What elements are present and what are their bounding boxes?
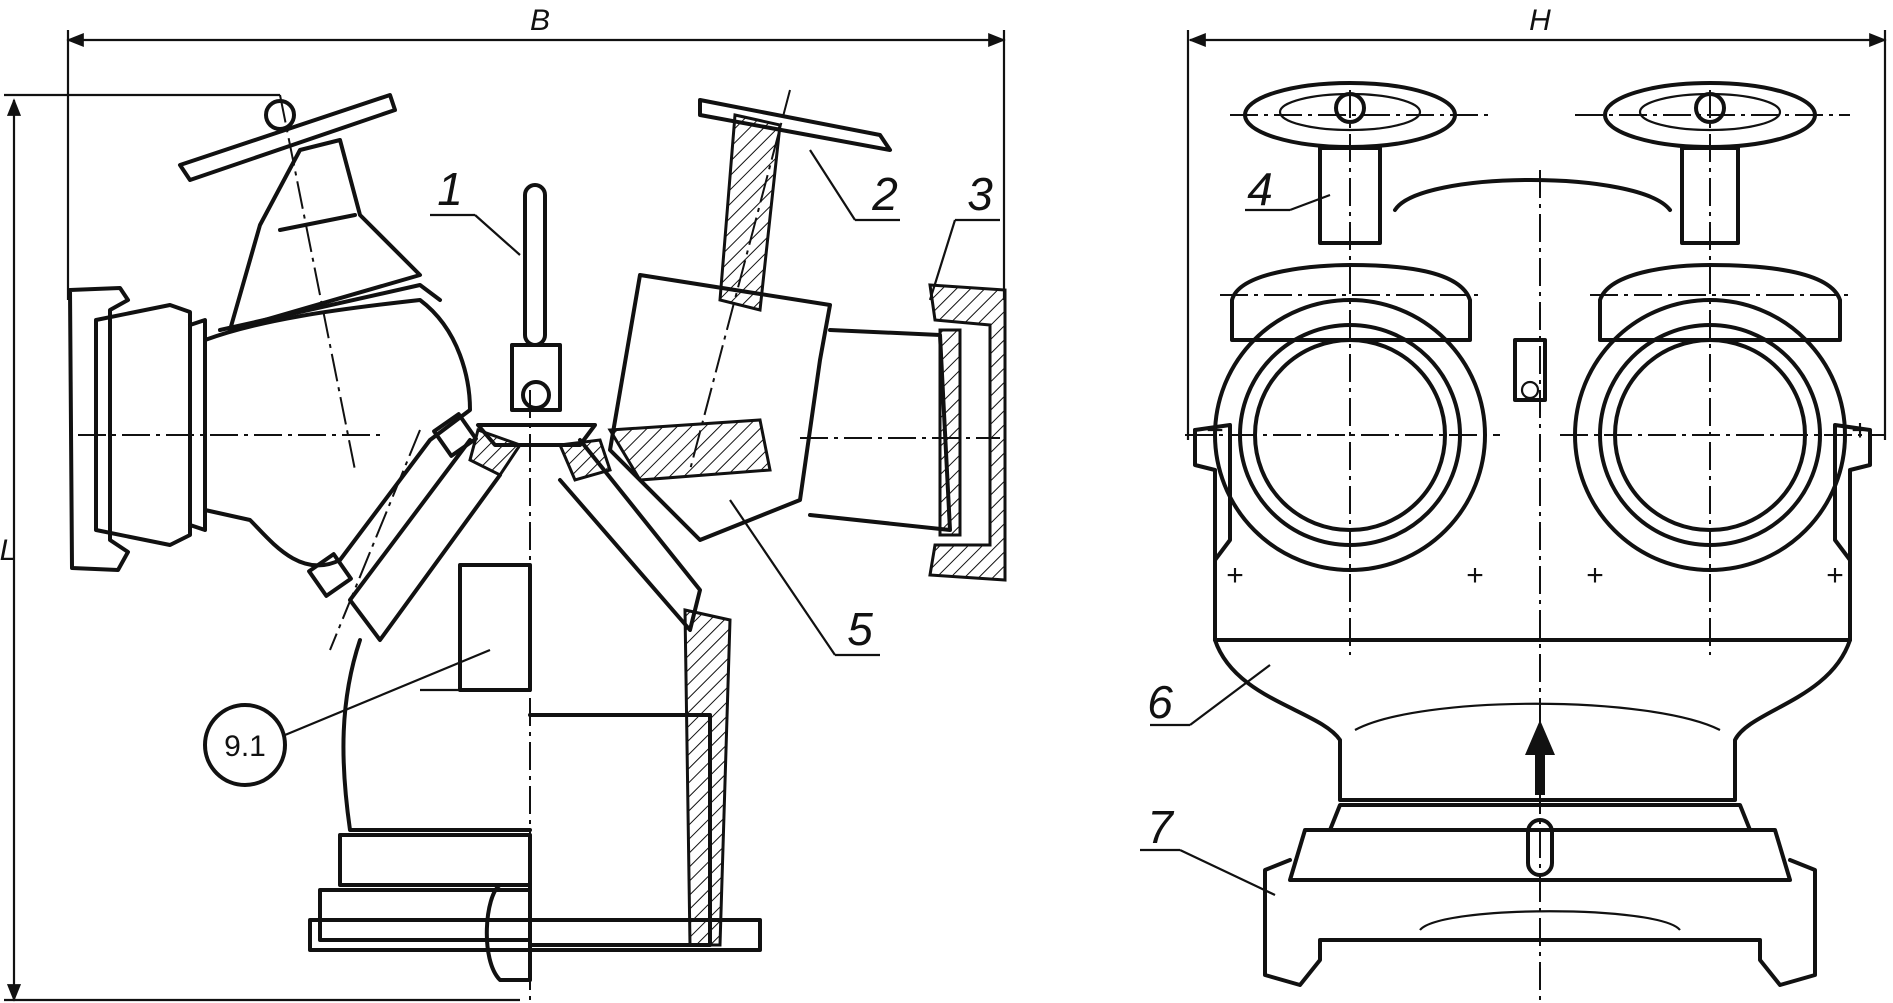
dimension-b-label: B: [530, 4, 550, 37]
left-handwheel: [1230, 81, 1490, 149]
right-leaders: [1140, 193, 1331, 896]
left-section-view: B L: [0, 4, 1007, 1002]
reference-circle: 9.1: [203, 703, 287, 787]
valve-bonnets: [1220, 263, 1850, 342]
left-leaders: [284, 149, 1000, 737]
lower-body: [308, 390, 762, 1000]
label-2: 2: [871, 168, 898, 220]
label-4: 4: [1247, 163, 1273, 215]
lower-collector: [1213, 170, 1852, 1000]
svg-text:+: +: [1226, 559, 1244, 592]
svg-text:+: +: [1826, 559, 1844, 592]
bottom-coupling: [1263, 803, 1817, 987]
central-stem: [476, 183, 597, 447]
dimension-h-label: H: [1529, 4, 1551, 37]
svg-text:+: +: [1851, 414, 1869, 447]
main-body: + + + + + +: [1185, 90, 1885, 655]
dimension-h: H: [1186, 4, 1887, 440]
svg-text:+: +: [1206, 414, 1224, 447]
right-valve-section: [607, 89, 1007, 582]
dimension-b: B: [66, 4, 1006, 300]
label-5: 5: [847, 603, 873, 655]
right-handwheel: [1575, 81, 1850, 149]
dimension-l: L: [0, 93, 520, 1002]
handle-arc: [1393, 178, 1672, 212]
left-valve-body: [178, 93, 472, 568]
label-1: 1: [437, 163, 463, 215]
dimension-l-label: L: [0, 534, 16, 567]
label-3: 3: [967, 168, 993, 220]
reference-label: 9.1: [224, 730, 266, 763]
y-branches: [307, 412, 702, 651]
label-6: 6: [1147, 676, 1173, 728]
label-7: 7: [1147, 801, 1174, 853]
right-front-view: H: [1140, 4, 1887, 1000]
svg-text:+: +: [1586, 559, 1604, 592]
svg-text:+: +: [1466, 559, 1484, 592]
